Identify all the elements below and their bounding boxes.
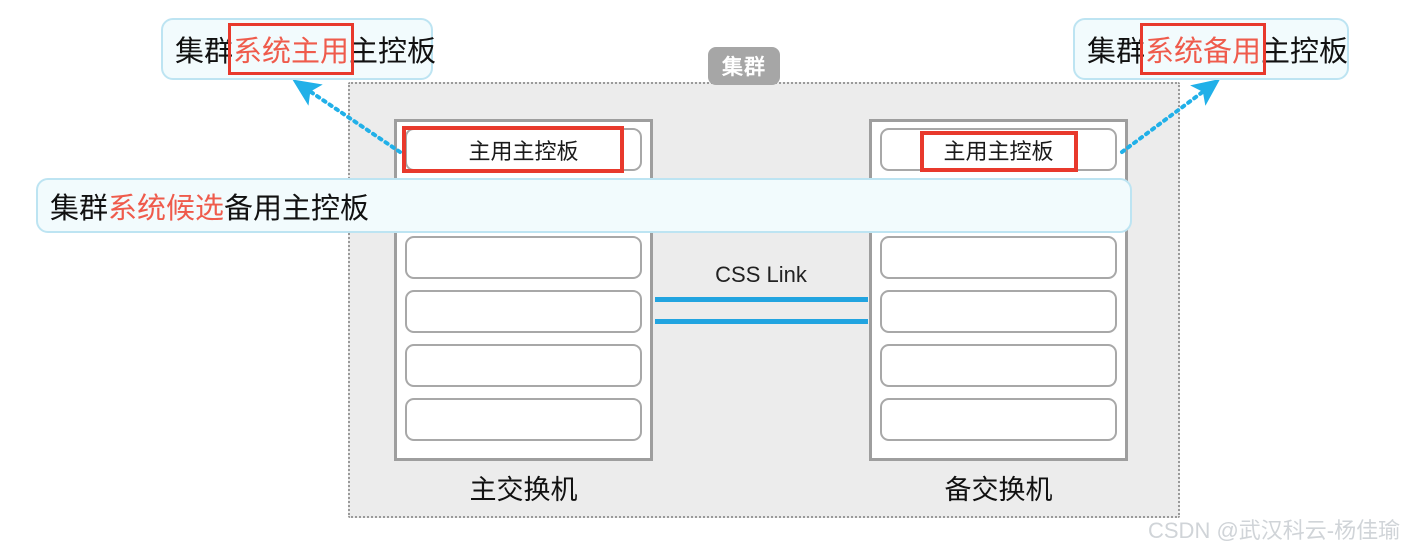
primary-switch-slot-6[interactable] [405, 398, 642, 441]
css-link-label: CSS Link [715, 262, 807, 287]
callout-suffix: 主控板 [349, 36, 437, 68]
callout-prefix: 集群 [50, 192, 109, 225]
standby-switch-slot-1[interactable]: 主用主控板 [880, 128, 1117, 171]
callout-prefix: 集群 [1087, 36, 1146, 68]
css-link-line-upper [655, 297, 868, 302]
slot-label: 主用主控板 [943, 138, 1054, 164]
callout-prefix: 集群 [175, 36, 234, 68]
slot-label: 主用主控板 [468, 138, 579, 164]
callout-cluster-standby-board: 集群系统备用主控板 [1073, 18, 1349, 80]
callout-emphasis: 系统候选 [108, 192, 225, 225]
primary-switch-slot-1[interactable]: 主用主控板 [405, 128, 642, 171]
primary-switch-label: 主交换机 [469, 475, 578, 505]
primary-switch-slot-5[interactable] [405, 344, 642, 387]
callout-emphasis: 系统备用 [1140, 23, 1267, 75]
callout-suffix: 主控板 [1261, 36, 1349, 68]
callout-suffix: 备用主控板 [224, 192, 370, 225]
standby-switch-slot-3[interactable] [880, 236, 1117, 279]
standby-switch-chassis: 主用主控板 备用主控板 [869, 119, 1128, 461]
standby-switch-slot-6[interactable] [880, 398, 1117, 441]
callout-cluster-primary-board: 集群系统主用主控板 [161, 18, 437, 80]
standby-switch-slot-5[interactable] [880, 344, 1117, 387]
callout-emphasis: 系统主用 [228, 23, 355, 75]
standby-switch-slot-4[interactable] [880, 290, 1117, 333]
cluster-badge: 集群 [708, 47, 780, 85]
watermark: CSDN @武汉科云-杨佳瑜 [1148, 518, 1401, 543]
callout-cluster-candidate-board: 集群系统候选备用主控板 [36, 178, 1132, 233]
primary-switch-slot-4[interactable] [405, 290, 642, 333]
css-link-line-lower [655, 319, 868, 324]
primary-switch-slot-3[interactable] [405, 236, 642, 279]
primary-switch-chassis: 主用主控板 备用主控板 [394, 119, 653, 461]
standby-switch-label: 备交换机 [944, 475, 1053, 505]
